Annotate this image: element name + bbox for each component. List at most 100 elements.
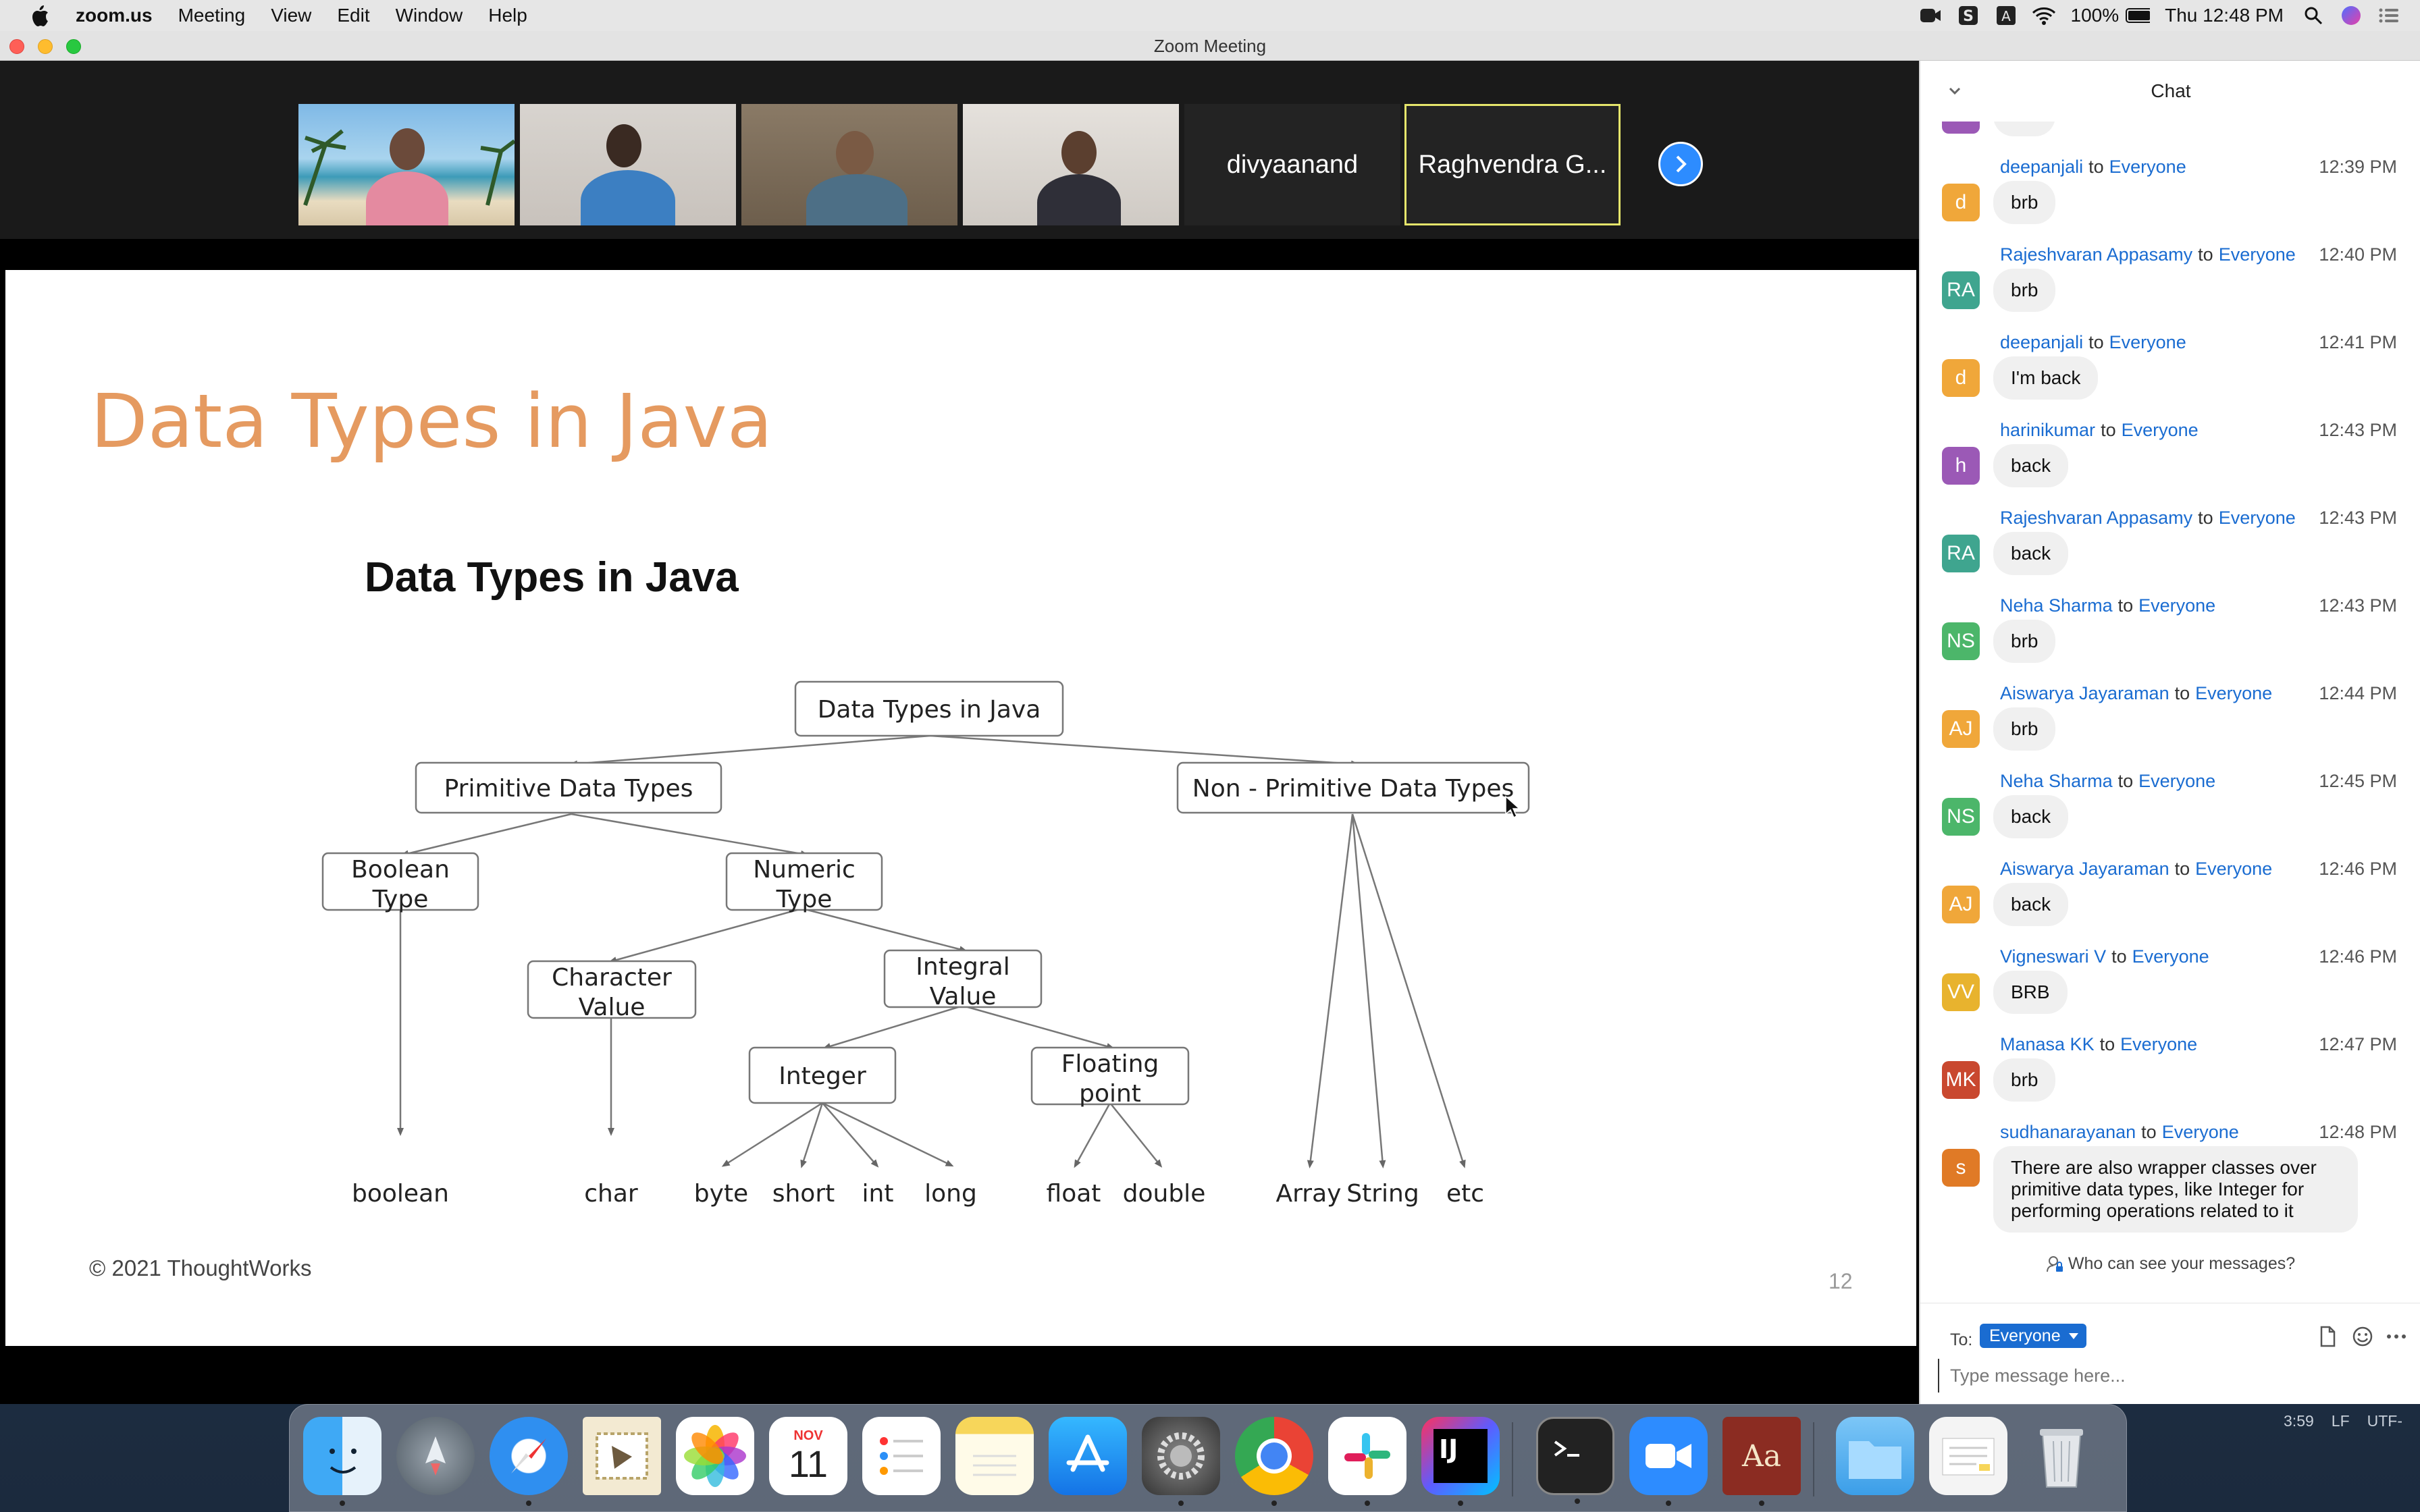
launchpad-icon[interactable] [396,1417,475,1495]
message-sender[interactable]: Neha Sharma [2000,771,2113,791]
message-recipient[interactable]: Everyone [2195,683,2273,703]
background-ide-status: 3:59 LF UTF- [2284,1404,2420,1438]
message-sender[interactable]: harinikumar [2000,420,2096,440]
window-title: Zoom Meeting [1153,36,1267,56]
participant-tile-active-speaker[interactable]: Raghvendra G... [1404,104,1621,225]
sender-avatar: AJ [1942,710,1980,748]
zoom-status-icon[interactable] [1918,3,1943,28]
sender-avatar: AJ [1942,886,1980,923]
leaf-int: int [862,1180,894,1208]
terminal-icon[interactable] [1536,1417,1614,1504]
wifi-icon[interactable] [2032,3,2056,28]
message-recipient[interactable]: Everyone [2138,595,2216,616]
message-sender[interactable]: deepanjali [2000,157,2084,177]
menu-window[interactable]: Window [395,5,463,26]
menu-help[interactable]: Help [488,5,527,26]
dollar-status-icon[interactable]: S [1956,3,1980,28]
zoom-app-icon[interactable] [1629,1417,1708,1506]
close-window-button[interactable] [9,39,24,54]
message-recipient[interactable]: Everyone [2218,508,2296,528]
recipient-dropdown[interactable]: Everyone [1980,1324,2086,1348]
shared-screen-slide[interactable]: Data Types in Java Data Types in Java [5,270,1916,1346]
menu-clock[interactable]: Thu 12:48 PM [2165,5,2284,26]
input-source-icon[interactable]: A [1994,3,2018,28]
message-sender[interactable]: Aiswarya Jayaraman [2000,683,2169,703]
documents-stack-icon[interactable] [1929,1417,2007,1495]
zoom-window-button[interactable] [66,39,81,54]
dictionary-icon[interactable]: Aa [1722,1417,1801,1506]
apple-menu-icon[interactable] [24,0,55,31]
reminders-icon[interactable] [862,1417,941,1495]
slack-icon[interactable] [1328,1417,1406,1506]
emoji-icon[interactable] [2351,1325,2374,1348]
participant-video-3[interactable] [741,104,957,225]
chat-message-input[interactable] [1938,1359,2397,1393]
calendar-icon[interactable]: NOV 11 [769,1417,847,1495]
minimize-window-button[interactable] [38,39,53,54]
photos-icon[interactable] [676,1417,754,1495]
window-titlebar[interactable]: Zoom Meeting [0,31,2420,61]
message-sender[interactable]: Aiswarya Jayaraman [2000,859,2169,879]
trash-icon[interactable] [2022,1417,2101,1495]
message-sender[interactable]: Vigneswari V [2000,946,2107,967]
message-recipient[interactable]: Everyone [2161,1122,2239,1142]
message-recipient[interactable]: Everyone [2109,332,2186,352]
message-recipient[interactable]: Everyone [2120,1034,2198,1054]
menu-edit[interactable]: Edit [337,5,370,26]
message-sender[interactable]: sudhanarayanan [2000,1122,2136,1142]
notification-center-icon[interactable] [2377,3,2401,28]
menu-meeting[interactable]: Meeting [178,5,246,26]
message-recipient[interactable]: Everyone [2109,157,2186,177]
message-recipient[interactable]: Everyone [2121,420,2199,440]
system-preferences-icon[interactable] [1142,1417,1220,1506]
cursor-position: 3:59 [2284,1411,2314,1430]
message-sender[interactable]: Rajeshvaran Appasamy [2000,244,2193,265]
battery-icon[interactable] [2126,3,2151,28]
safari-icon[interactable] [490,1417,568,1506]
message-sender[interactable]: deepanjali [2000,332,2084,352]
file-icon[interactable] [2316,1325,2339,1348]
downloads-folder-icon[interactable] [1836,1417,1914,1495]
leaf-boolean: boolean [352,1180,449,1208]
who-can-see-messages-link[interactable]: Who can see your messages? [1920,1254,2420,1274]
message-recipient[interactable]: Everyone [2132,946,2209,967]
app-store-icon[interactable] [1049,1417,1127,1495]
chrome-icon[interactable] [1235,1417,1313,1506]
app-menu-zoom[interactable]: zoom.us [76,5,153,26]
message-sender[interactable]: Rajeshvaran Appasamy [2000,508,2193,528]
finder-icon[interactable] [303,1417,382,1506]
more-options-icon[interactable] [2385,1325,2408,1348]
message-recipient[interactable]: Everyone [2218,244,2296,265]
participant-video-2[interactable] [520,104,736,225]
intellij-idea-icon[interactable]: IJ [1421,1417,1500,1506]
mail-icon[interactable] [583,1417,661,1495]
participant-video-1[interactable] [298,104,515,225]
participant-video-4[interactable] [963,104,1179,225]
chat-message-list[interactable]: hbrbddeepanjalitoEveryone12:39 PMbrbRARa… [1920,122,2420,1242]
spotlight-search-icon[interactable] [2301,3,2325,28]
message-sender[interactable]: Neha Sharma [2000,595,2113,616]
chat-message[interactable]: hbrb [1920,122,2420,157]
notes-icon[interactable] [955,1417,1034,1495]
siri-icon[interactable] [2339,3,2363,28]
participant-tile-divyaanand[interactable]: divyaanand [1184,104,1400,225]
menu-view[interactable]: View [271,5,312,26]
chevron-down-icon[interactable] [1945,81,1965,101]
message-recipient[interactable]: Everyone [2195,859,2273,879]
next-participants-button[interactable] [1658,142,1703,186]
message-sender[interactable]: Manasa KK [2000,1034,2095,1054]
message-recipient[interactable]: Everyone [2138,771,2216,791]
